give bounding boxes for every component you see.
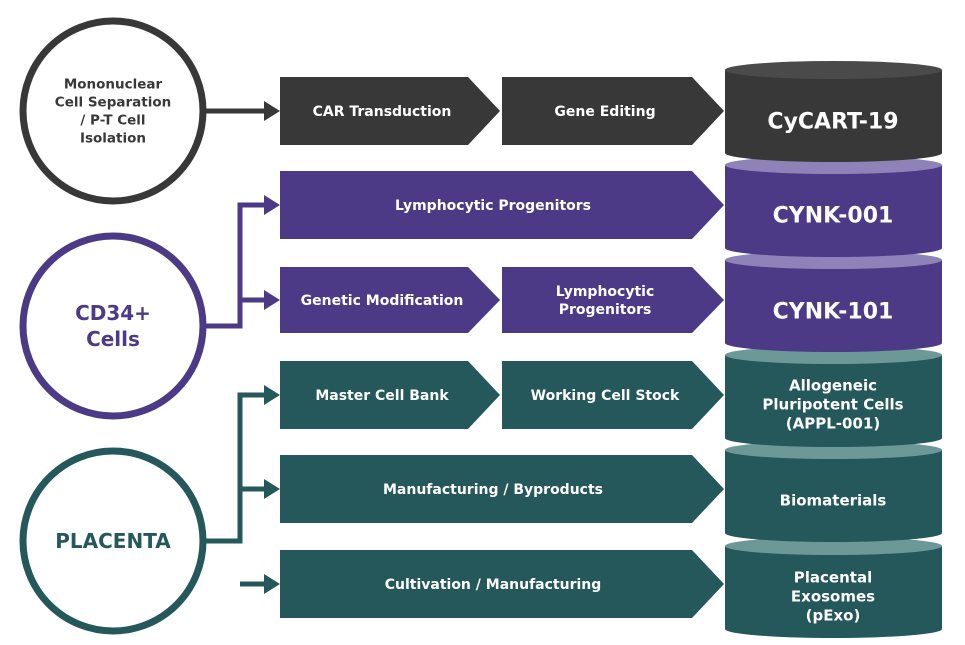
- source-circle-cd34: [19, 232, 207, 420]
- text-line: Cultivation / Manufacturing: [385, 577, 602, 593]
- text-line: Master Cell Bank: [315, 388, 449, 404]
- step-lymphocytic-progenitors-arrow: [280, 171, 724, 239]
- step-label-master-cell-bank: Master Cell Bank: [315, 388, 449, 404]
- text-line: Manufacturing / Byproducts: [383, 482, 603, 498]
- cylinder-base-pexo: [725, 620, 942, 638]
- cylinder-top-pexo: [725, 537, 942, 555]
- cylinder-body-cynk001: [725, 165, 942, 248]
- text-line: Mononuclear: [64, 77, 163, 93]
- step-label-cultivation-manufacturing: Cultivation / Manufacturing: [385, 577, 602, 593]
- text-line: PLACENTA: [55, 529, 171, 553]
- product-cylinders: [725, 61, 942, 638]
- arrowhead-cd34-row1: [264, 195, 280, 215]
- process-step-labels: CAR Transduction Gene Editing Lymphocyti…: [301, 104, 680, 593]
- cylinder-base-cynk001: [725, 239, 942, 257]
- text-line: Lymphocytic: [556, 284, 655, 300]
- connector-cd34: [200, 202, 266, 329]
- product-label-biomaterials: Biomaterials: [780, 491, 887, 509]
- source-circles: [19, 17, 207, 635]
- text-line: CYNK-101: [773, 300, 894, 325]
- step-gene-editing-arrow: [502, 77, 724, 145]
- text-line: Isolation: [80, 131, 146, 147]
- text-line: / P-T Cell: [80, 113, 145, 129]
- text-line: Working Cell Stock: [531, 388, 680, 404]
- text-line: CAR Transduction: [313, 104, 452, 120]
- product-label-cynk001: CYNK-001: [773, 204, 894, 229]
- step-car-transduction-arrow: [280, 77, 500, 145]
- text-line: Pluripotent Cells: [762, 395, 903, 413]
- step-manufacturing-byproducts-arrow: [280, 455, 724, 523]
- step-cultivation-manufacturing-arrow: [280, 550, 724, 618]
- text-line: CD34+: [75, 301, 151, 325]
- cylinder-body-biomaterials: [725, 450, 942, 533]
- arrowhead-placenta-row4: [264, 479, 280, 499]
- connectors: [200, 101, 280, 594]
- cylinder-base-cynk101: [725, 334, 942, 352]
- step-genetic-modification-arrow: [280, 267, 500, 333]
- step-label-car-transduction: CAR Transduction: [313, 104, 452, 120]
- cylinder-body-pexo: [725, 546, 942, 629]
- step-lymphocytic-progenitors-2-arrow: [502, 267, 724, 333]
- cylinder-base-appl: [725, 429, 942, 447]
- step-master-cell-bank-arrow: [280, 361, 500, 429]
- text-line: (APPL-001): [786, 414, 880, 432]
- text-line: Allogeneic: [789, 376, 877, 394]
- cylinder-base-biomaterials: [725, 524, 942, 542]
- arrowhead-cd34-row2: [264, 290, 280, 310]
- product-label-cycart19: CyCART-19: [767, 110, 898, 135]
- text-line: Placental: [794, 568, 872, 586]
- text-line: CyCART-19: [767, 110, 898, 135]
- cylinder-body-cynk101: [725, 260, 942, 343]
- step-label-lymphocytic-progenitors: Lymphocytic Progenitors: [395, 198, 591, 214]
- cylinder-base-cycart19: [725, 144, 942, 162]
- text-line: Biomaterials: [780, 491, 887, 509]
- text-line: Progenitors: [559, 302, 652, 318]
- text-line: Gene Editing: [554, 104, 655, 120]
- connector-placenta: [203, 392, 266, 587]
- text-line: Exosomes: [791, 587, 875, 605]
- step-label-genetic-modification: Genetic Modification: [301, 293, 464, 309]
- step-label-working-cell-stock: Working Cell Stock: [531, 388, 680, 404]
- text-line: (pExo): [806, 606, 861, 624]
- source-label-cd34: CD34+Cells: [75, 301, 151, 351]
- text-line: Cells: [86, 327, 140, 351]
- step-label-manufacturing-byproducts: Manufacturing / Byproducts: [383, 482, 603, 498]
- text-line: CYNK-001: [773, 204, 894, 229]
- text-line: Cell Separation: [55, 95, 171, 111]
- cylinder-body-cycart19: [725, 70, 942, 153]
- source-circle-mononuclear: [19, 17, 207, 205]
- step-label-gene-editing: Gene Editing: [554, 104, 655, 120]
- text-line: Genetic Modification: [301, 293, 464, 309]
- source-label-placenta: PLACENTA: [55, 529, 171, 553]
- arrowhead-placenta-row5: [264, 574, 280, 594]
- arrowhead-mononuclear: [264, 101, 280, 121]
- source-circle-placenta: [19, 447, 207, 635]
- cylinder-top-cycart19: [725, 61, 942, 79]
- step-working-cell-stock-arrow: [502, 361, 724, 429]
- cylinder-body-appl: [725, 355, 942, 438]
- process-steps: [280, 77, 724, 618]
- product-label-cynk101: CYNK-101: [773, 300, 894, 325]
- arrowhead-placenta-row3: [264, 385, 280, 405]
- text-line: Lymphocytic Progenitors: [395, 198, 591, 214]
